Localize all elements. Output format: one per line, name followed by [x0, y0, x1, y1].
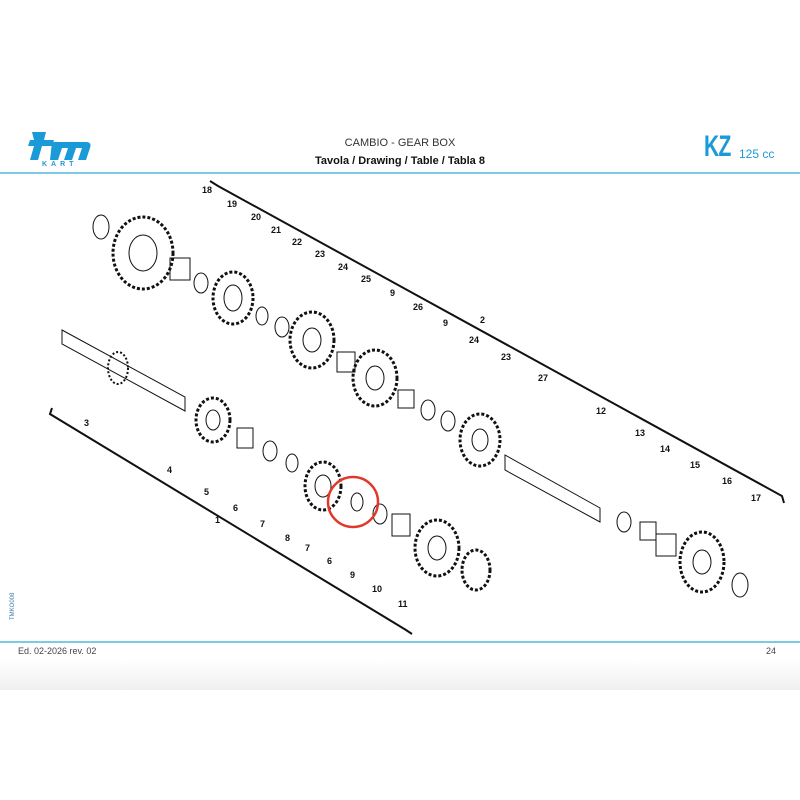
tm-logo [28, 132, 91, 160]
callout: 6 [233, 503, 238, 513]
callout: 24 [469, 335, 479, 345]
callout: 5 [204, 487, 209, 497]
bearing-9c [391, 513, 411, 537]
callout: 22 [292, 237, 302, 247]
callout: 6 [327, 556, 332, 566]
group-label: 2 [480, 315, 485, 325]
page-bottom-shade [0, 660, 800, 690]
gear-21 [211, 270, 255, 326]
model-label: KZ [704, 130, 731, 163]
gear-25 [288, 310, 336, 370]
callout: 16 [722, 476, 732, 486]
gear-8 [303, 460, 343, 512]
washer-22 [255, 306, 269, 326]
section-title: CAMBIO - GEAR BOX [344, 137, 456, 149]
callout: 20 [251, 212, 261, 222]
gear-26 [351, 348, 399, 408]
washer-23 [274, 316, 290, 338]
callout: 26 [413, 302, 423, 312]
gear-19 [111, 215, 175, 291]
callout: 21 [271, 225, 281, 235]
gear-11 [460, 548, 492, 592]
logo-kart-text: KART [42, 161, 78, 168]
group-2-bracket [209, 180, 785, 504]
displacement-label: 125 cc [739, 147, 775, 161]
shaft-3 [61, 329, 186, 412]
gear-16 [678, 530, 726, 594]
washer-20 [193, 272, 209, 294]
gear-10 [413, 518, 461, 578]
bushing-14 [639, 521, 657, 541]
callout: 7 [260, 519, 265, 529]
callout: 19 [227, 199, 237, 209]
bearing-20 [169, 257, 191, 281]
callout: 24 [338, 262, 348, 272]
callout: 12 [596, 406, 606, 416]
ring-7b [350, 492, 364, 512]
callout: 9 [443, 318, 448, 328]
callout: 23 [501, 352, 511, 362]
callout: 13 [635, 428, 645, 438]
washer-23b [440, 410, 456, 432]
shaft-12 [504, 454, 601, 523]
callout: 4 [167, 465, 172, 475]
callout-labels: 18 19 20 21 22 23 24 25 9 26 9 24 23 27 … [84, 185, 761, 609]
group-label: 1 [215, 515, 220, 525]
callout: 15 [690, 460, 700, 470]
washer-6b [372, 503, 388, 525]
callout: 8 [285, 533, 290, 543]
callout: 9 [350, 570, 355, 580]
page-number: 24 [766, 646, 777, 656]
highlight-circle [326, 475, 380, 529]
group-1-bracket [48, 407, 413, 635]
drawing-number: Tavola / Drawing / Table / Tabla 8 [315, 155, 485, 167]
washer-24 [420, 399, 436, 421]
callout: 9 [390, 288, 395, 298]
callout: 18 [202, 185, 212, 195]
gear-4 [194, 396, 232, 444]
shaft-gear-3 [107, 351, 129, 385]
callout: 25 [361, 274, 371, 284]
gear-27 [458, 412, 502, 468]
washer-17 [731, 572, 749, 598]
ring-7 [285, 453, 299, 473]
callout: 23 [315, 249, 325, 259]
drawing-code: TMKO008 [10, 592, 16, 620]
washer-13 [616, 511, 632, 533]
edition-text: Ed. 02-2026 rev. 02 [18, 646, 97, 656]
callout: 14 [660, 444, 670, 454]
callout: 3 [84, 418, 89, 428]
bearing-15 [655, 533, 677, 557]
bearing-9 [336, 351, 356, 373]
callout: 17 [751, 493, 761, 503]
footer-divider [0, 641, 800, 643]
callout: 7 [305, 543, 310, 553]
bearing-5 [236, 427, 254, 449]
callout: 10 [372, 584, 382, 594]
washer-6 [262, 440, 278, 462]
header-divider [0, 172, 800, 174]
callout: 27 [538, 373, 548, 383]
washer-18 [92, 214, 110, 240]
bearing-9b [397, 389, 415, 409]
callout: 11 [398, 599, 408, 609]
